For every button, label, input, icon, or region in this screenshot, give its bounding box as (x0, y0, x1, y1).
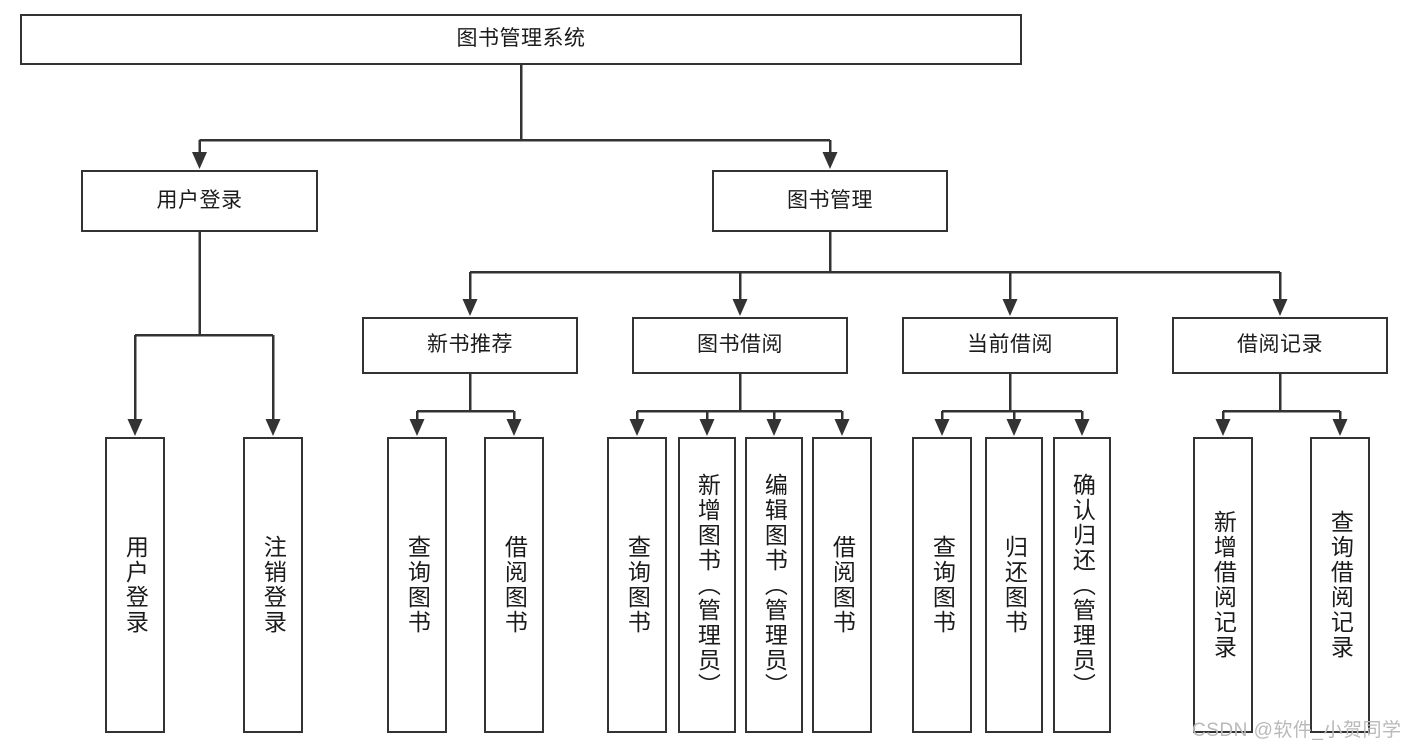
node-leaf-logout: 注销登录 (243, 437, 303, 733)
node-label: 借阅记录 (1237, 333, 1323, 357)
node-label: 查询图书 (624, 535, 651, 635)
node-leaf-borrow-book-1: 借阅图书 (484, 437, 544, 733)
node-new-book-rec: 新书推荐 (362, 317, 578, 374)
node-label: 借阅图书 (829, 535, 856, 635)
node-leaf-user-login: 用户登录 (105, 437, 165, 733)
node-leaf-query-book-3: 查询图书 (912, 437, 972, 733)
node-leaf-query-book-2: 查询图书 (607, 437, 667, 733)
node-label: 图书管理 (787, 188, 873, 212)
node-label: 用户登录 (122, 535, 149, 635)
node-leaf-confirm-return: 确认归还（管理员） (1053, 437, 1111, 733)
node-label: 新书推荐 (427, 333, 513, 357)
node-leaf-add-book: 新增图书（管理员） (678, 437, 736, 733)
node-label: 确认归还（管理员） (1069, 472, 1096, 698)
node-leaf-borrow-book-2: 借阅图书 (812, 437, 872, 733)
node-label: 新增借阅记录 (1210, 510, 1237, 660)
node-book-manage: 图书管理 (712, 170, 948, 232)
node-label: 当前借阅 (967, 333, 1053, 357)
node-label: 查询图书 (929, 535, 956, 635)
node-label: 查询图书 (404, 535, 431, 635)
node-leaf-query-record: 查询借阅记录 (1310, 437, 1370, 733)
node-label: 新增图书（管理员） (694, 472, 721, 698)
node-leaf-return-book: 归还图书 (985, 437, 1043, 733)
node-leaf-edit-book: 编辑图书（管理员） (745, 437, 803, 733)
node-root: 图书管理系统 (20, 14, 1022, 65)
node-leaf-query-book-1: 查询图书 (387, 437, 447, 733)
node-label: 图书借阅 (697, 333, 783, 357)
node-label: 图书管理系统 (456, 27, 586, 51)
node-label: 查询借阅记录 (1327, 510, 1354, 660)
node-book-borrow: 图书借阅 (632, 317, 848, 374)
node-borrow-record: 借阅记录 (1172, 317, 1388, 374)
node-label: 用户登录 (156, 188, 243, 212)
node-label: 编辑图书（管理员） (761, 472, 788, 698)
node-user-login: 用户登录 (81, 170, 318, 232)
node-leaf-add-record: 新增借阅记录 (1193, 437, 1253, 733)
node-label: 借阅图书 (501, 535, 528, 635)
csdn-watermark: CSDN @软件_小贺同学 (1192, 720, 1402, 741)
node-current-borrow: 当前借阅 (902, 317, 1118, 374)
node-label: 注销登录 (260, 535, 287, 635)
node-label: 归还图书 (1001, 535, 1028, 635)
